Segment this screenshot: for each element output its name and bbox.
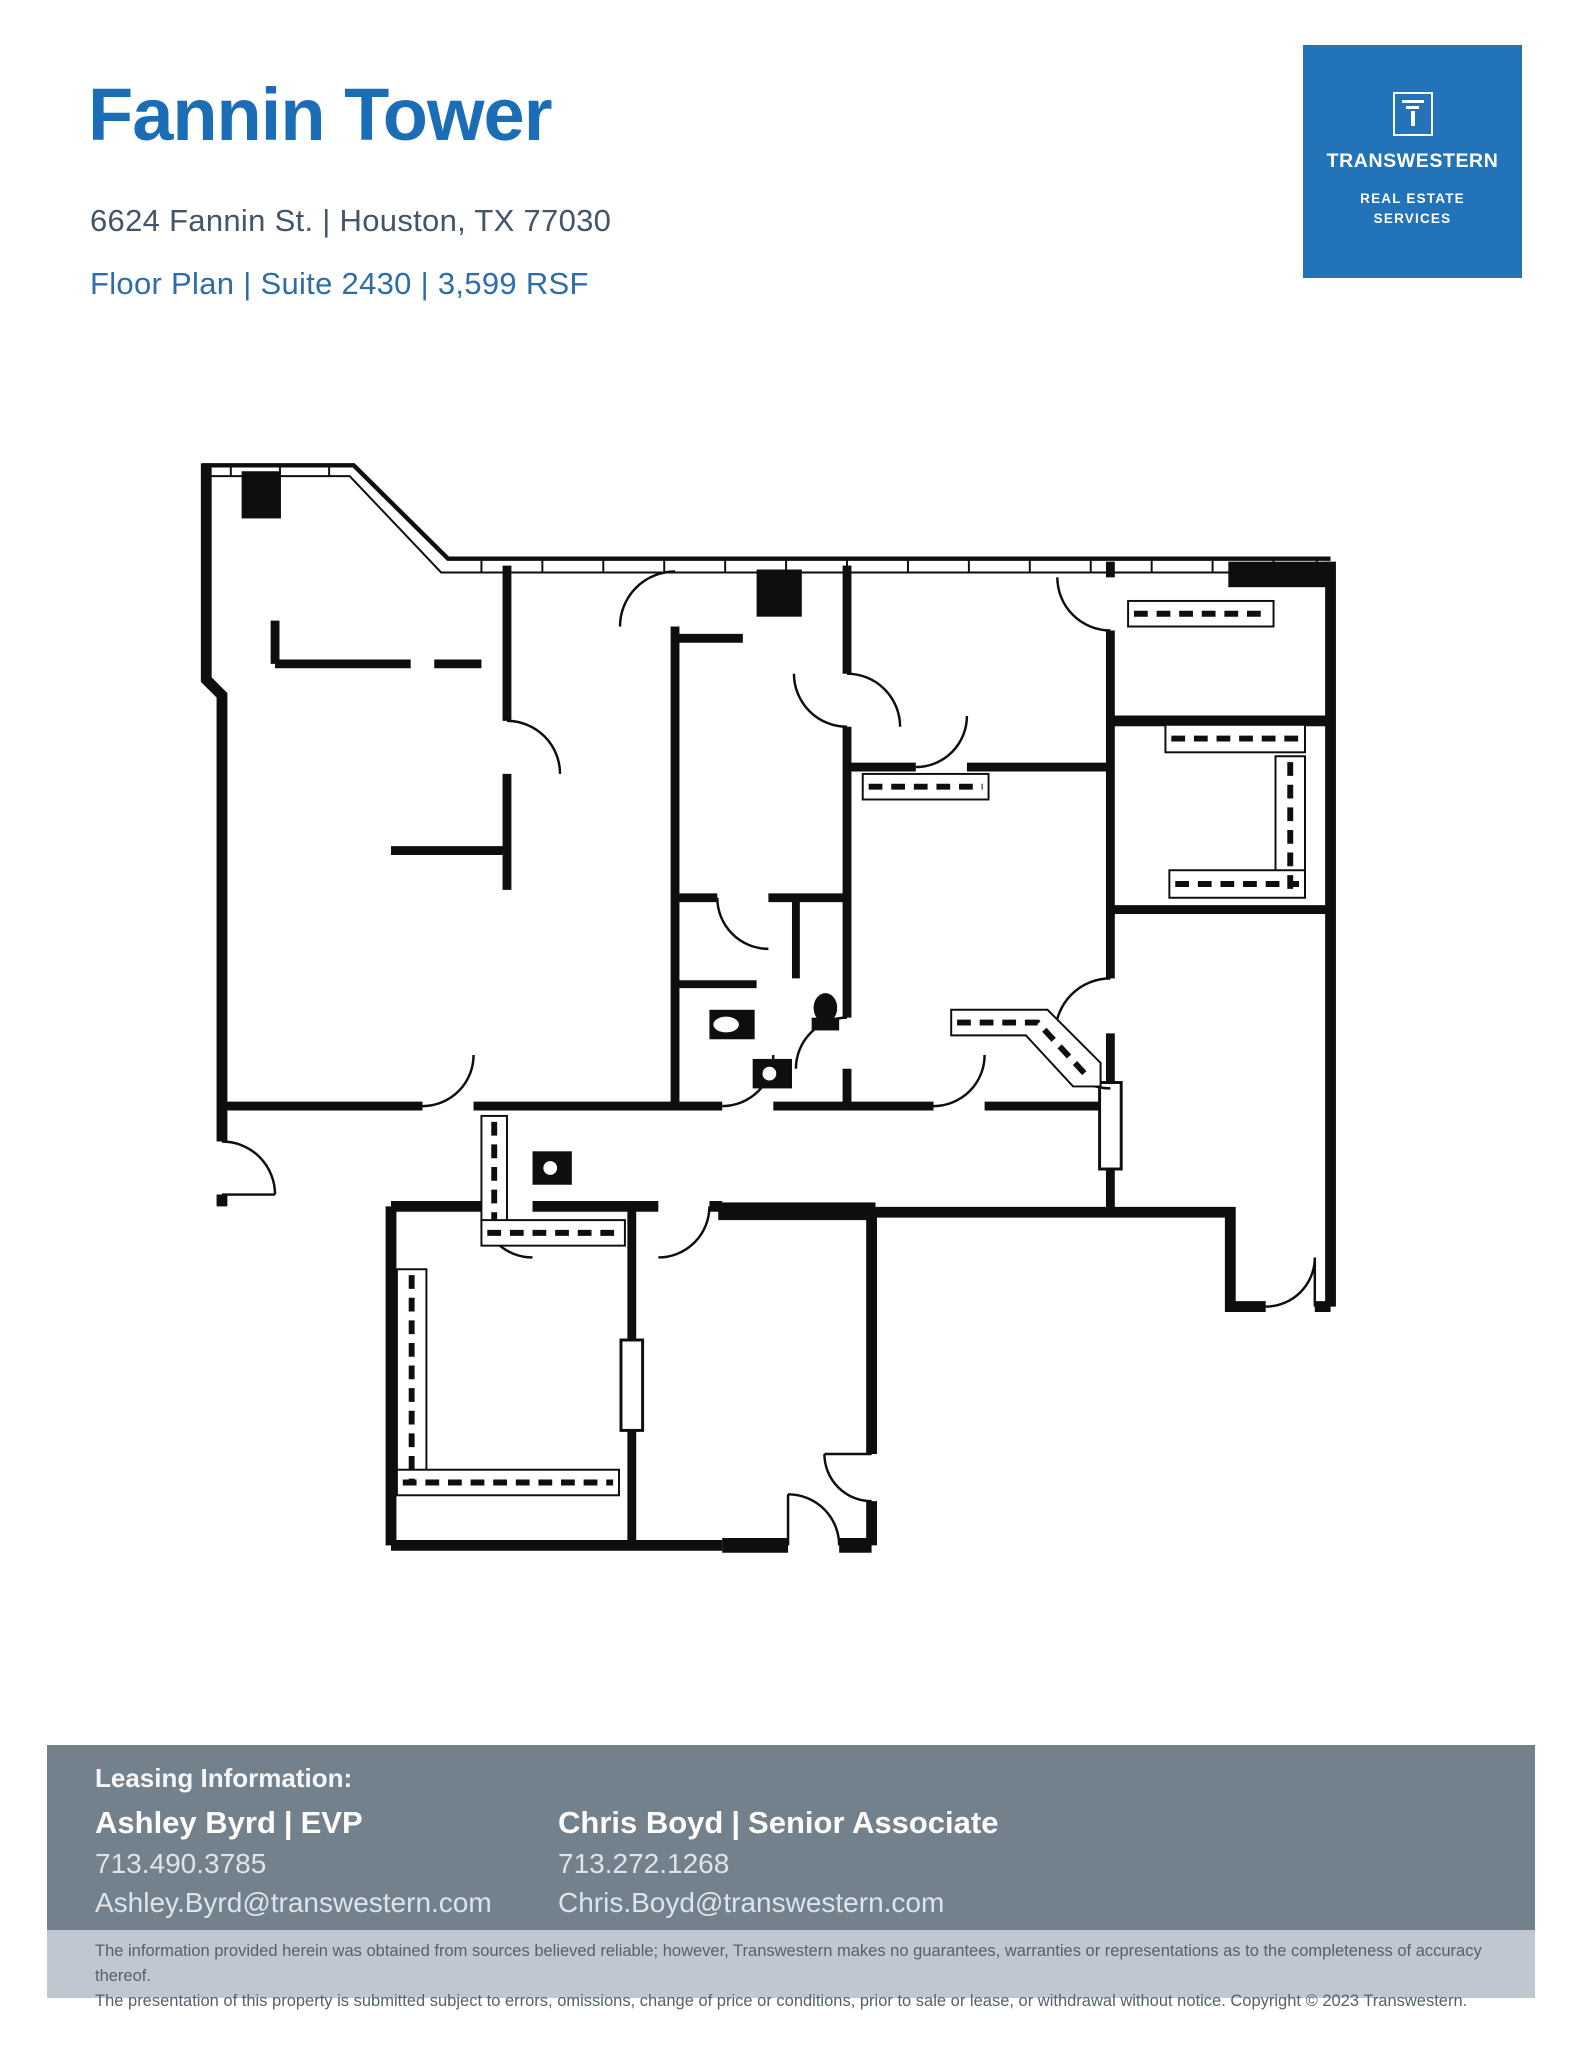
logo-tagline-line2: SERVICES	[1373, 210, 1452, 226]
agent-ashley-byrd: Ashley Byrd|EVP 713.490.3785 Ashley.Byrd…	[95, 1805, 492, 1919]
logo-tagline: REAL ESTATE SERVICES	[1360, 189, 1465, 228]
disclaimer-line2: The presentation of this property is sub…	[95, 1992, 1468, 2010]
logo-tagline-line1: REAL ESTATE	[1360, 191, 1465, 206]
agent-role: EVP	[300, 1805, 363, 1840]
agent-name: Chris Boyd	[558, 1805, 724, 1840]
suite-info: Floor Plan | Suite 2430 | 3,599 RSF	[90, 266, 589, 301]
agent-email: Ashley.Byrd@transwestern.com	[95, 1887, 492, 1918]
disclaimer-text: The information provided herein was obta…	[95, 1939, 1495, 2014]
leasing-heading: Leasing Information:	[95, 1763, 353, 1793]
agent-role: Senior Associate	[748, 1805, 999, 1840]
transwestern-logo: TRANSWESTERN REAL ESTATE SERVICES	[1303, 45, 1522, 278]
agent-phone: 713.272.1268	[558, 1848, 730, 1879]
agent-chris-boyd: Chris Boyd|Senior Associate 713.272.1268…	[558, 1805, 998, 1919]
agent-name: Ashley Byrd	[95, 1805, 276, 1840]
property-address: 6624 Fannin St. | Houston, TX 77030	[90, 203, 612, 238]
name-role-separator: |	[283, 1805, 293, 1840]
name-role-separator: |	[731, 1805, 741, 1840]
agent-email: Chris.Boyd@transwestern.com	[558, 1887, 945, 1918]
agent-phone: 713.490.3785	[95, 1848, 267, 1879]
floor-plan-drawing	[200, 463, 1336, 1553]
transwestern-t-icon	[1392, 92, 1433, 136]
floor-plan	[185, 428, 1397, 1568]
page-title: Fannin Tower	[88, 73, 553, 156]
disclaimer-line1: The information provided herein was obta…	[95, 1942, 1482, 1985]
disclaimer-band: The information provided herein was obta…	[47, 1930, 1535, 2010]
logo-brand-name: TRANSWESTERN	[1326, 150, 1499, 172]
leasing-info-band: Leasing Information: Ashley Byrd|EVP 713…	[47, 1745, 1535, 1930]
